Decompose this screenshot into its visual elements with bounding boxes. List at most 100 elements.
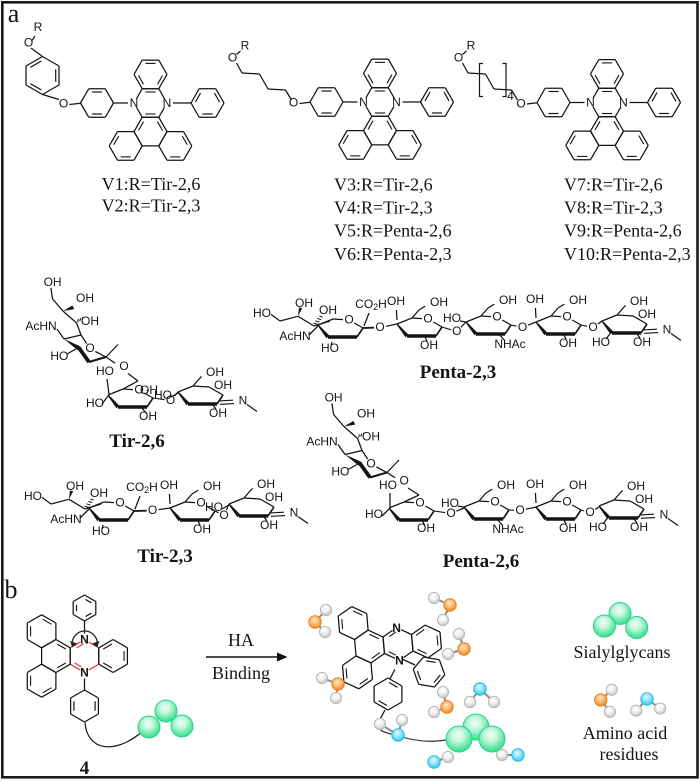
svg-text:O: O	[219, 508, 228, 522]
svg-text:OH: OH	[325, 391, 343, 405]
svg-text:Penta-2,6: Penta-2,6	[443, 551, 520, 572]
svg-text:CO2H: CO2H	[126, 480, 158, 495]
svg-text:HO: HO	[86, 396, 104, 410]
svg-text:HO: HO	[321, 341, 339, 355]
svg-text:4: 4	[80, 758, 90, 779]
svg-text:OH: OH	[362, 430, 380, 444]
svg-text:V5:R=Penta-2,6: V5:R=Penta-2,6	[334, 221, 452, 241]
svg-text:HO: HO	[24, 489, 42, 503]
svg-text:O: O	[446, 506, 455, 520]
svg-text:CO2H: CO2H	[355, 297, 387, 312]
svg-text:O: O	[588, 320, 597, 334]
svg-text:OH: OH	[633, 335, 651, 349]
svg-text:V6:R=Penta-2,3: V6:R=Penta-2,3	[334, 244, 452, 264]
svg-text:O: O	[585, 505, 594, 519]
svg-text:O: O	[344, 313, 353, 327]
svg-text:OH: OH	[417, 521, 435, 535]
svg-text:OH: OH	[193, 522, 211, 536]
svg-text:O: O	[366, 457, 375, 471]
svg-text:OH: OH	[319, 303, 337, 317]
svg-text:OH: OH	[420, 338, 438, 352]
svg-text:N: N	[239, 394, 248, 408]
svg-text:OH: OH	[81, 314, 99, 328]
svg-text:OH: OH	[265, 490, 283, 504]
svg-text:OH: OH	[76, 291, 94, 305]
svg-text:HO: HO	[96, 364, 114, 378]
svg-text:O: O	[196, 496, 205, 510]
svg-text:O: O	[85, 341, 94, 355]
svg-text:N: N	[163, 96, 172, 110]
svg-text:HA: HA	[228, 630, 254, 650]
svg-text:Penta-2,3: Penta-2,3	[420, 362, 497, 383]
svg-text:N: N	[395, 654, 404, 668]
svg-text:O: O	[454, 51, 463, 65]
svg-text:N: N	[660, 508, 669, 522]
svg-text:HO: HO	[253, 306, 271, 320]
svg-text:N: N	[130, 96, 139, 110]
svg-text:N: N	[290, 506, 299, 520]
svg-text:HO: HO	[589, 520, 607, 534]
svg-text:HO: HO	[592, 335, 610, 349]
svg-text:OH: OH	[357, 407, 375, 421]
svg-text:O: O	[516, 97, 525, 111]
svg-text:HO: HO	[331, 465, 349, 479]
svg-text:OH: OH	[630, 520, 648, 534]
svg-text:O: O	[375, 320, 384, 334]
svg-text:OH: OH	[526, 292, 544, 306]
svg-text:NHAc: NHAc	[492, 522, 523, 536]
svg-text:OH: OH	[430, 295, 448, 309]
svg-text:OH: OH	[569, 478, 587, 492]
svg-text:N: N	[619, 96, 628, 110]
svg-text:HO: HO	[50, 349, 68, 363]
svg-text:N: N	[80, 666, 89, 680]
svg-text:OH: OH	[559, 336, 577, 350]
svg-text:O: O	[490, 495, 499, 509]
svg-text:V7:R=Tir-2,6: V7:R=Tir-2,6	[564, 175, 663, 195]
svg-text:OH: OH	[497, 478, 515, 492]
svg-text:O: O	[562, 495, 571, 509]
svg-text:V3:R=Tir-2,6: V3:R=Tir-2,6	[334, 175, 433, 195]
svg-text:HO: HO	[443, 311, 461, 325]
svg-text:O: O	[166, 393, 175, 407]
svg-text:OH: OH	[209, 406, 227, 420]
svg-text:V1:R=Tir-2,6: V1:R=Tir-2,6	[102, 174, 201, 194]
svg-text:OH: OH	[638, 307, 656, 321]
svg-text:Sialylglycans: Sialylglycans	[574, 642, 671, 662]
svg-text:O: O	[452, 324, 461, 338]
svg-text:HO: HO	[154, 388, 172, 402]
svg-text:O: O	[24, 36, 33, 50]
svg-text:OH: OH	[203, 479, 221, 493]
svg-text:OH: OH	[140, 383, 158, 397]
svg-text:N: N	[392, 95, 401, 109]
svg-text:HO: HO	[441, 496, 459, 510]
svg-text:HO: HO	[92, 524, 110, 538]
svg-text:Binding: Binding	[212, 663, 270, 683]
svg-text:O: O	[115, 496, 124, 510]
svg-text:OH: OH	[635, 492, 653, 506]
svg-text:OH: OH	[206, 365, 224, 379]
svg-text:4: 4	[507, 89, 514, 103]
svg-text:OH: OH	[569, 293, 587, 307]
svg-text:N: N	[663, 323, 672, 337]
svg-text:R: R	[34, 20, 43, 34]
svg-text:OH: OH	[559, 521, 577, 535]
svg-text:O: O	[119, 359, 128, 373]
svg-text:V9:R=Penta-2,6: V9:R=Penta-2,6	[564, 221, 682, 241]
svg-text:N: N	[80, 633, 89, 647]
svg-text:N: N	[359, 95, 368, 109]
svg-text:O: O	[59, 97, 68, 111]
svg-text:N: N	[392, 621, 401, 635]
svg-text:Tir-2,3: Tir-2,3	[137, 546, 192, 567]
svg-text:O: O	[228, 51, 237, 65]
svg-text:OH: OH	[257, 477, 275, 491]
svg-text:O: O	[515, 503, 524, 517]
svg-text:HO: HO	[365, 507, 383, 521]
svg-text:O: O	[289, 96, 298, 110]
svg-text:OH: OH	[66, 479, 84, 493]
svg-text:O: O	[134, 383, 143, 397]
svg-text:N: N	[586, 96, 595, 110]
svg-text:O: O	[562, 310, 571, 324]
svg-text:OH: OH	[90, 486, 108, 500]
svg-text:OH: OH	[260, 518, 278, 532]
svg-text:OH: OH	[139, 409, 157, 423]
